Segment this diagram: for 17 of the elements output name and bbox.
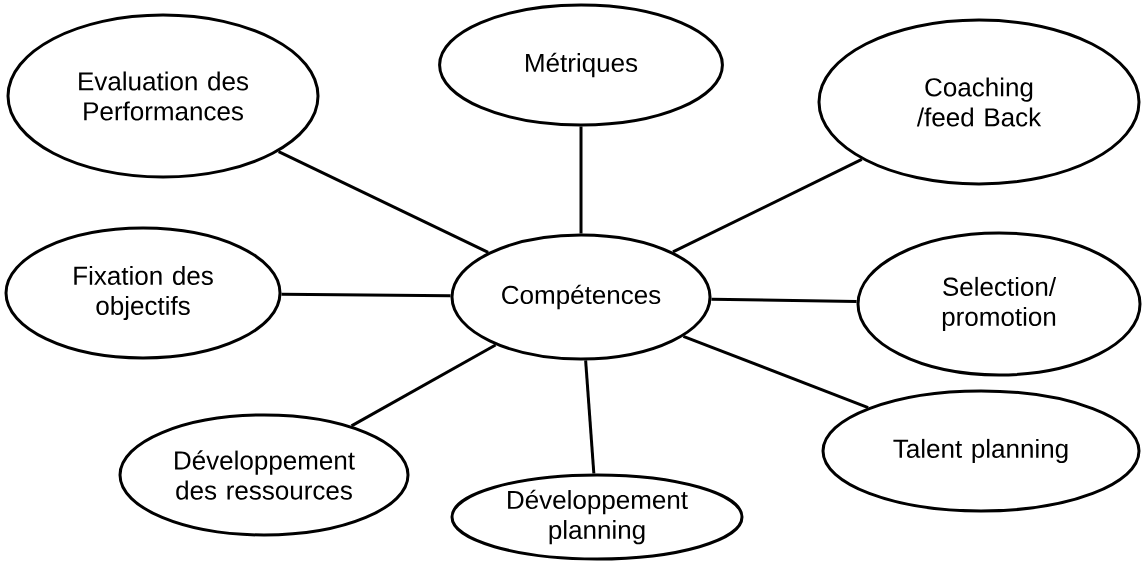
connector-line <box>682 335 869 409</box>
ellipse-node: Coaching /feed Back <box>817 18 1141 186</box>
connector-line <box>711 297 857 304</box>
connector-line <box>672 158 863 254</box>
ellipse-node: Métriques <box>438 3 724 127</box>
connector-line <box>281 292 451 298</box>
connector-line <box>584 360 596 474</box>
ellipse-node: Développement planning <box>450 473 744 561</box>
ellipse-node: Evaluation des Performances <box>6 13 320 179</box>
ellipse-node: Fixation des objectifs <box>4 226 282 360</box>
ellipse-node: Développement des ressources <box>118 413 410 537</box>
ellipse-node: Compétences <box>450 233 712 361</box>
connector-line <box>277 150 489 254</box>
connector-line <box>579 126 583 234</box>
ellipse-node: Selection/ promotion <box>856 231 1142 377</box>
ellipse-node: Talent planning <box>821 389 1141 513</box>
connector-line <box>350 343 497 428</box>
